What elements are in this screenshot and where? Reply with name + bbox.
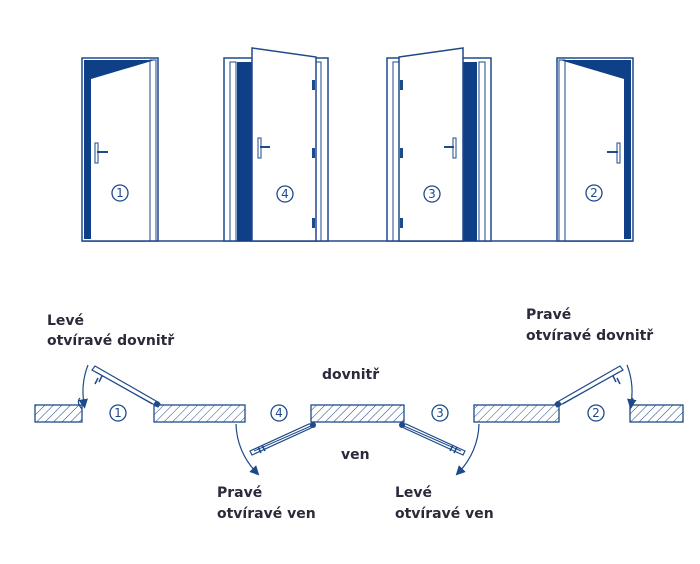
- label-left-outward-line1: Levé: [395, 485, 432, 501]
- door-handle-icon: [607, 142, 621, 164]
- wall-segment: [473, 404, 560, 423]
- door-number-2: 2: [590, 186, 598, 200]
- wall-segment: [629, 404, 684, 423]
- plan-door-2: 2: [554, 364, 637, 422]
- wall-segment: [34, 404, 83, 423]
- door-number-1: 1: [116, 186, 124, 200]
- label-left-outward-line2: otvíravé ven: [395, 506, 494, 522]
- door-elevations: 1 4: [81, 47, 634, 242]
- door-handle-icon: [257, 137, 270, 159]
- label-outside: ven: [341, 447, 370, 463]
- door-number-3: 3: [428, 187, 436, 201]
- label-right-inward-line1: Pravé: [526, 307, 571, 323]
- label-left-inward-line2: otvíravé dovnitř: [47, 333, 174, 349]
- door-elevation-1: 1: [81, 57, 159, 242]
- plan-number-2: 2: [592, 406, 600, 420]
- labels: Levé otvíravé dovnitř Pravé otvíravé dov…: [47, 307, 653, 522]
- wall-segment: [153, 404, 246, 423]
- plan-door-4: 4: [235, 404, 316, 476]
- swing-arc: [626, 364, 637, 409]
- label-left-inward-line1: Levé: [47, 313, 84, 329]
- plan-number-1: 1: [114, 406, 122, 420]
- door-handle-icon: [94, 142, 108, 164]
- plan-number-3: 3: [436, 406, 444, 420]
- label-right-inward-line2: otvíravé dovnitř: [526, 328, 653, 344]
- swing-arc: [78, 364, 89, 409]
- wall-segment: [310, 404, 405, 423]
- door-elevation-4: 4: [223, 47, 329, 242]
- door-number-4: 4: [281, 187, 289, 201]
- swing-arc: [455, 423, 480, 476]
- floor-plan: 1 4 3: [34, 364, 684, 476]
- swing-arc: [235, 423, 260, 476]
- label-right-outward-line2: otvíravé ven: [217, 506, 316, 522]
- label-right-outward-line1: Pravé: [217, 485, 262, 501]
- plan-number-4: 4: [275, 406, 283, 420]
- door-handle-icon: [444, 137, 457, 159]
- door-elevation-3: 3: [386, 47, 492, 242]
- plan-door-1: 1: [77, 364, 161, 422]
- label-inside: dovnitř: [322, 367, 379, 383]
- plan-door-3: 3: [399, 404, 480, 476]
- door-elevation-2: 2: [556, 57, 634, 242]
